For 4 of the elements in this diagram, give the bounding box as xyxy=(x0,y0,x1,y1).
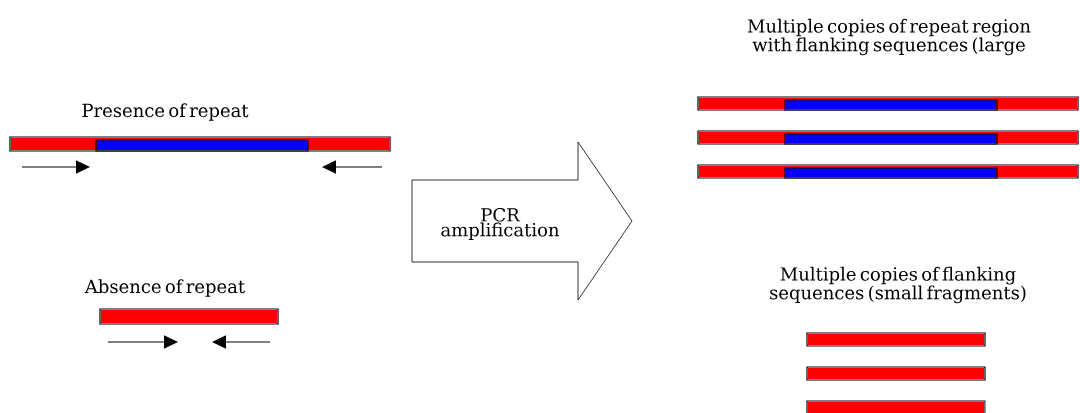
heading: Absence of repeat xyxy=(84,279,245,297)
heading: Multiple copies of flanking sequences (small fragments) xyxy=(770,266,1026,304)
heading: Presence of repeat xyxy=(82,103,249,121)
heading: Multiple copies of repeat region with flanking sequences (large xyxy=(747,18,1031,56)
